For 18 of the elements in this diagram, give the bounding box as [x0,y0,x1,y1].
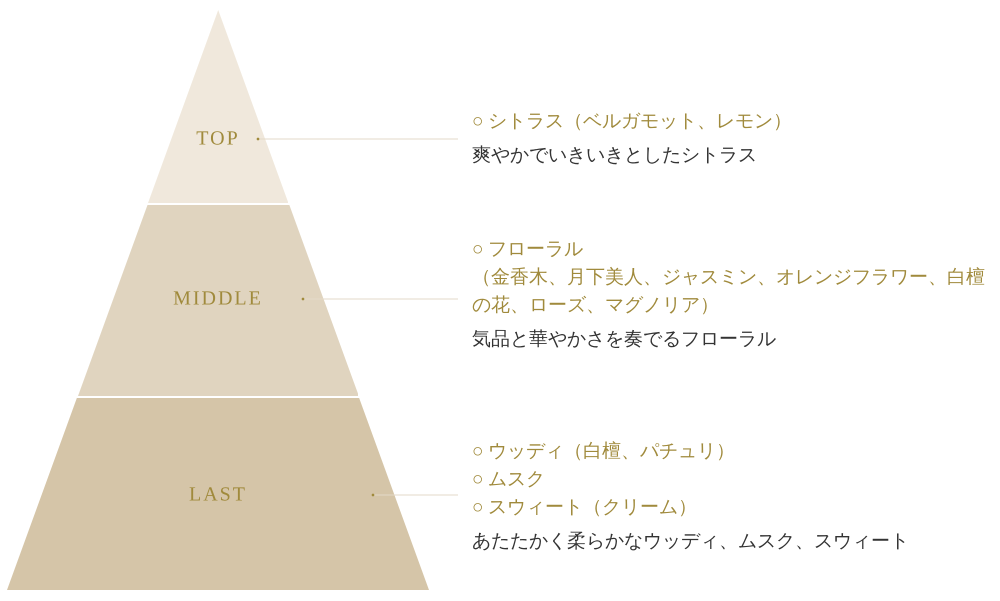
tier-label: MIDDLE [173,288,263,310]
note-ingredient: ○ スウィート（クリーム） [472,496,698,520]
note-description: あたたかく柔らかなウッディ、ムスク、スウィート [472,530,910,554]
leader-line [302,298,458,300]
note-ingredient: ○ フローラル [472,238,584,262]
note-description: 爽やかでいきいきとしたシトラス [472,144,758,168]
tier-label: LAST [189,484,247,506]
leader-line [372,494,458,496]
pyramid-tier [148,10,288,203]
tier-label: TOP [196,128,240,150]
pyramid-tier [7,398,429,590]
pyramid-tier [78,205,358,396]
note-ingredient: （金香木、月下美人、ジャスミン、オレンジフラワー、白檀の花、ローズ、マグノリア） [472,266,986,318]
note-ingredient: ○ シトラス（ベルガモット、レモン） [472,110,794,134]
note-description: 気品と華やかさを奏でるフローラル [472,328,777,352]
note-ingredient: ○ ムスク [472,468,546,492]
leader-line [256,138,458,140]
note-ingredient: ○ ウッディ（白檀、パチュリ） [472,440,736,464]
